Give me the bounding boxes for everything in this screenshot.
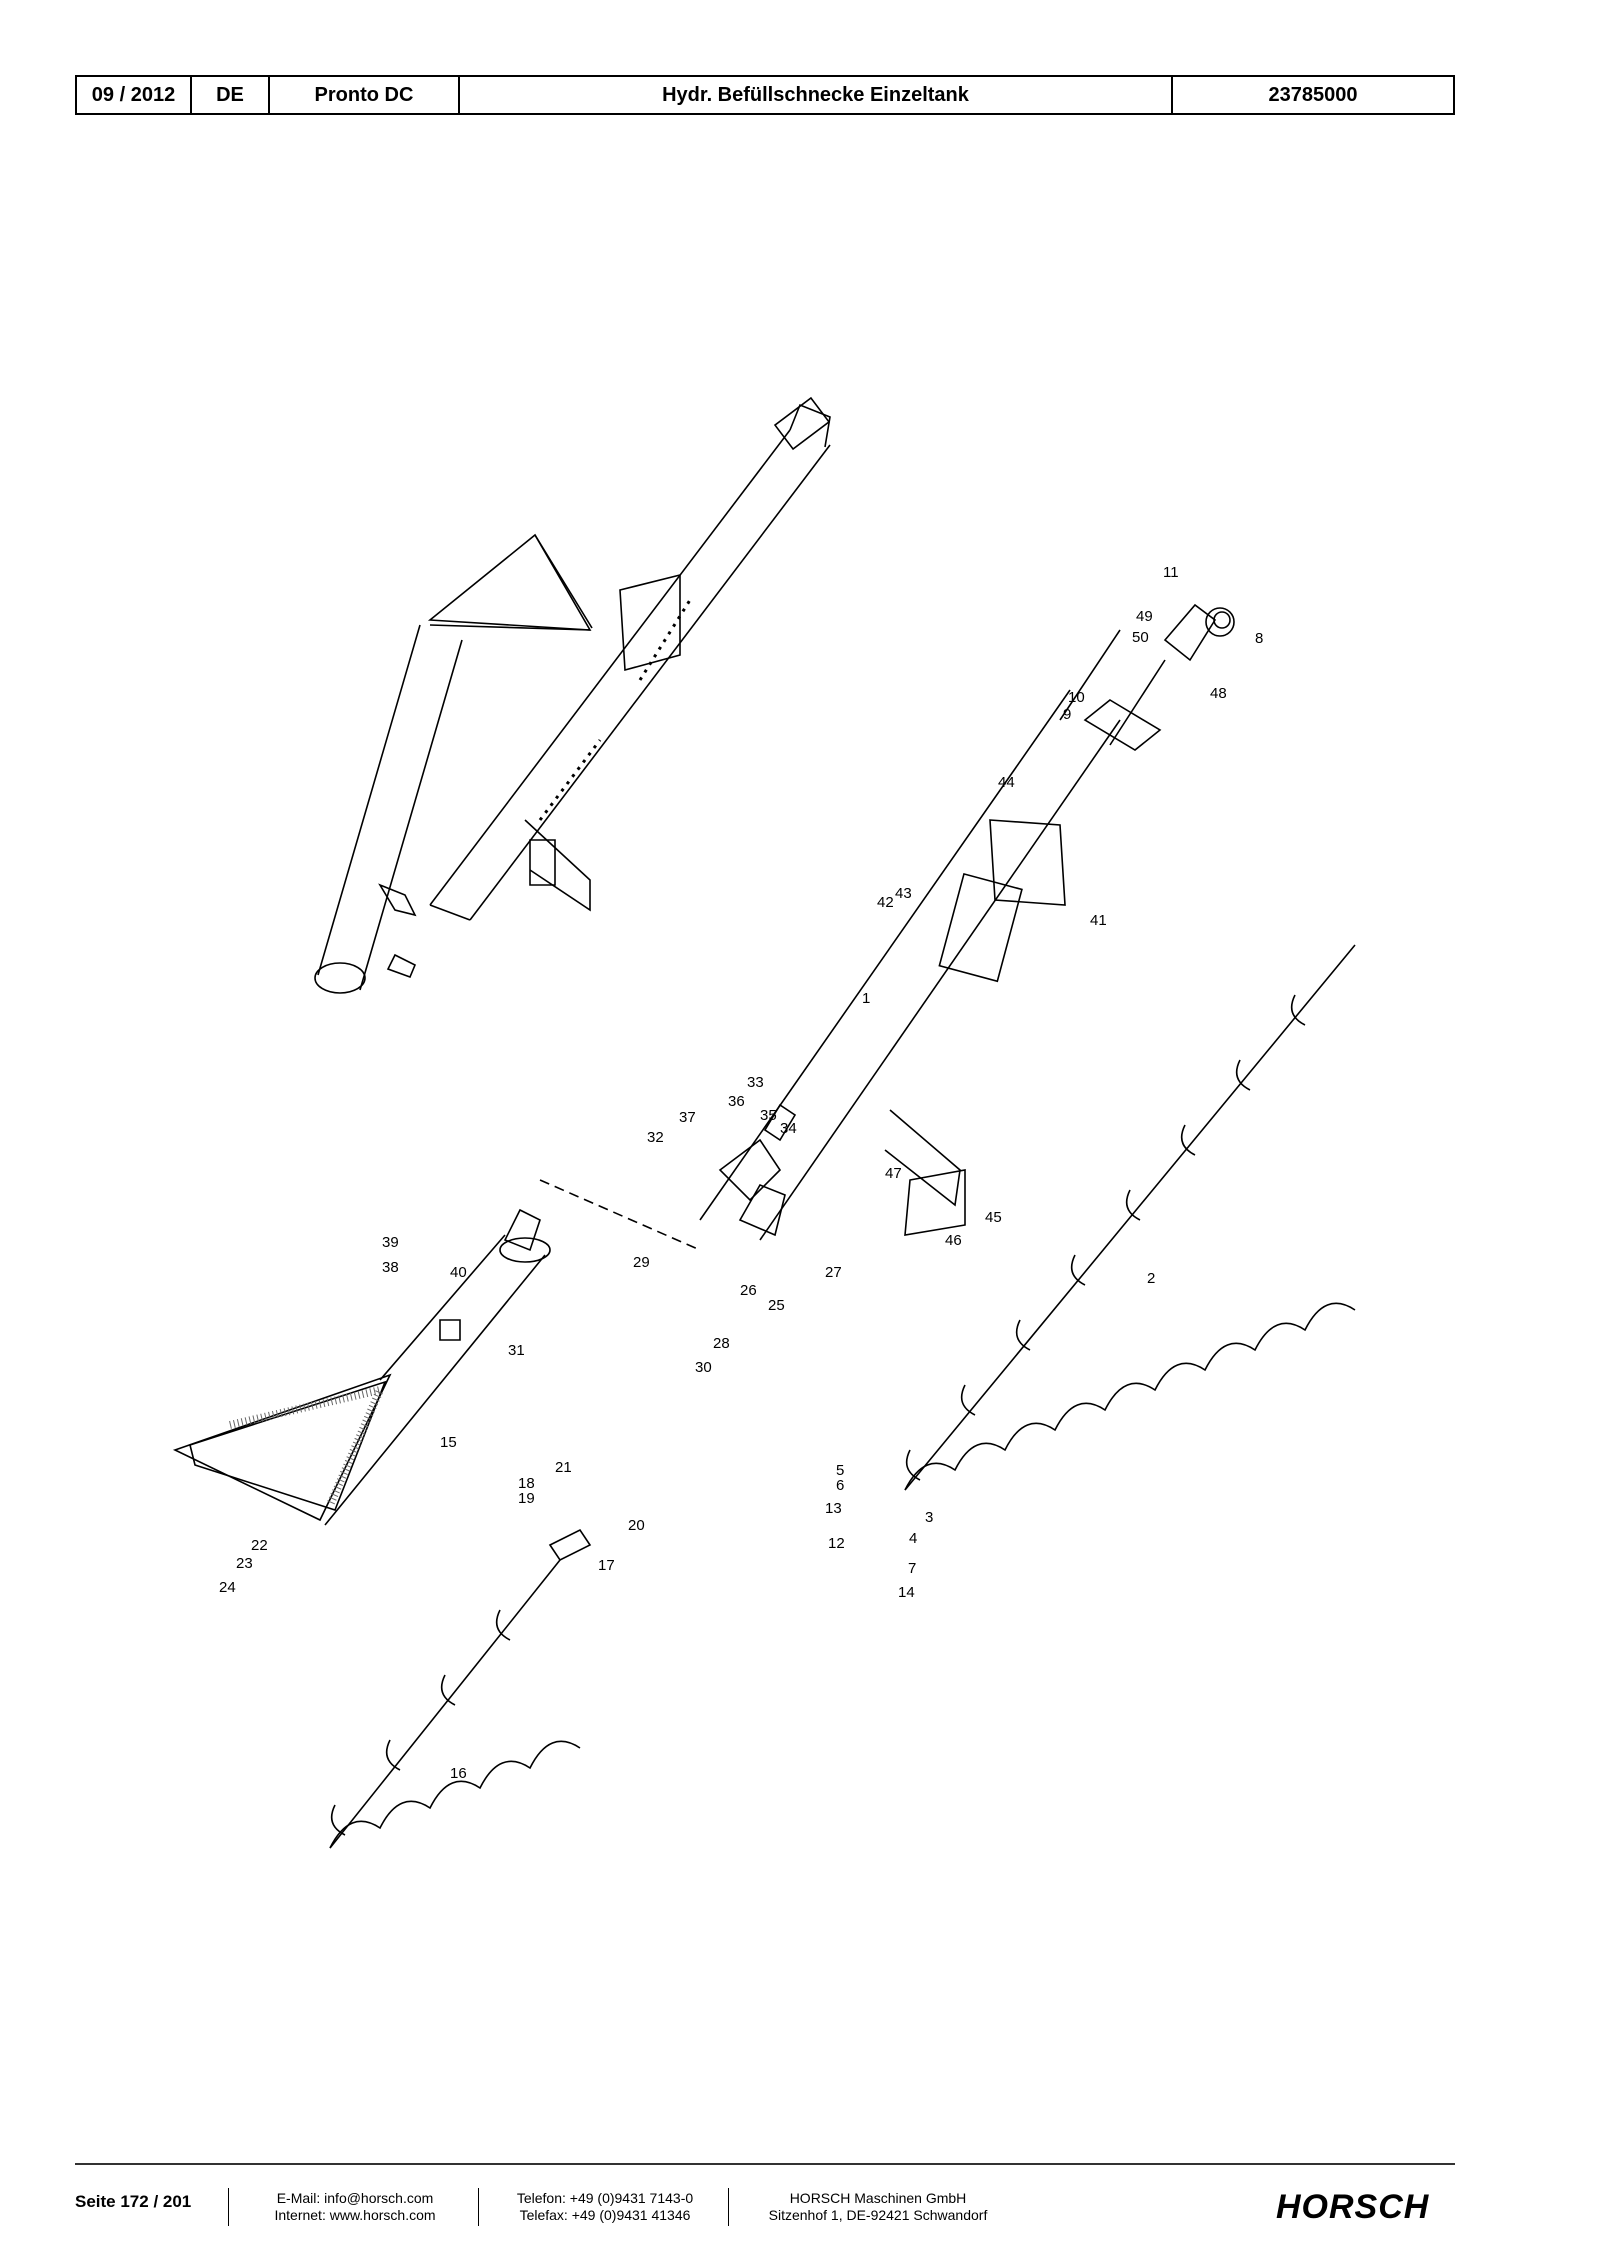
callout-13: 13 bbox=[825, 1500, 842, 1517]
header-title: Hydr. Befüllschnecke Einzeltank bbox=[460, 77, 1173, 113]
callout-labels: 1 2 3 4 5 6 7 8 9 10 11 12 13 14 15 16 1… bbox=[219, 564, 1263, 1782]
callout-40: 40 bbox=[450, 1264, 467, 1281]
callout-27: 27 bbox=[825, 1264, 842, 1281]
callout-15: 15 bbox=[440, 1434, 457, 1451]
overview-assembly bbox=[314, 396, 831, 994]
page-number: Seite 172 / 201 bbox=[75, 2192, 192, 2211]
main-tube bbox=[699, 603, 1235, 1241]
inlet-assembly bbox=[172, 1208, 551, 1526]
callout-21: 21 bbox=[555, 1459, 572, 1476]
auger-16 bbox=[329, 1528, 592, 1849]
header-model: Pronto DC bbox=[270, 77, 460, 113]
callout-18: 18 bbox=[518, 1475, 535, 1492]
footer-internet: Internet: www.horsch.com bbox=[274, 2207, 436, 2223]
header-language: DE bbox=[192, 77, 270, 113]
callout-16: 16 bbox=[450, 1765, 467, 1782]
callout-24: 24 bbox=[219, 1579, 236, 1596]
callout-31: 31 bbox=[508, 1342, 525, 1359]
callout-20: 20 bbox=[628, 1517, 645, 1534]
callout-26: 26 bbox=[740, 1282, 757, 1299]
footer-contact-web: E-Mail: info@horsch.com Internet: www.ho… bbox=[250, 2190, 460, 2224]
callout-10: 10 bbox=[1068, 689, 1085, 706]
callout-41: 41 bbox=[1090, 912, 1107, 929]
callout-49: 49 bbox=[1136, 608, 1153, 625]
callout-4: 4 bbox=[909, 1530, 917, 1547]
callout-46: 46 bbox=[945, 1232, 962, 1249]
callout-36: 36 bbox=[728, 1093, 745, 1110]
callout-6: 6 bbox=[836, 1477, 844, 1494]
footer-company-block: HORSCH Maschinen GmbH Sitzenhof 1, DE-92… bbox=[748, 2190, 1008, 2224]
callout-45: 45 bbox=[985, 1209, 1002, 1226]
callout-3: 3 bbox=[925, 1509, 933, 1526]
callout-19: 19 bbox=[518, 1490, 535, 1507]
callout-34: 34 bbox=[780, 1120, 797, 1137]
callout-42: 42 bbox=[877, 894, 894, 911]
callout-33: 33 bbox=[747, 1074, 764, 1091]
callout-29: 29 bbox=[633, 1254, 650, 1271]
footer-contact-phone: Telefon: +49 (0)9431 7143-0 Telefax: +49… bbox=[500, 2190, 710, 2224]
callout-43: 43 bbox=[895, 885, 912, 902]
footer-address: Sitzenhof 1, DE-92421 Schwandorf bbox=[768, 2207, 988, 2223]
callout-14: 14 bbox=[898, 1584, 915, 1601]
callout-25: 25 bbox=[768, 1297, 785, 1314]
callout-17: 17 bbox=[598, 1557, 615, 1574]
callout-32: 32 bbox=[647, 1129, 664, 1146]
footer-email: E-Mail: info@horsch.com bbox=[276, 2190, 434, 2206]
footer: Seite 172 / 201 E-Mail: info@horsch.com … bbox=[0, 2180, 1600, 2240]
callout-11: 11 bbox=[1163, 564, 1179, 581]
callout-44: 44 bbox=[998, 774, 1015, 791]
footer-fax: Telefax: +49 (0)9431 41346 bbox=[519, 2207, 691, 2223]
footer-separator bbox=[478, 2188, 479, 2226]
header-date: 09 / 2012 bbox=[77, 77, 192, 113]
callout-8: 8 bbox=[1255, 630, 1263, 647]
footer-company: HORSCH Maschinen GmbH bbox=[789, 2190, 967, 2206]
footer-separator bbox=[728, 2188, 729, 2226]
callout-50: 50 bbox=[1132, 629, 1149, 646]
callout-9: 9 bbox=[1063, 706, 1071, 723]
auger-2 bbox=[904, 944, 1356, 1491]
callout-2: 2 bbox=[1147, 1270, 1155, 1287]
header-table: 09 / 2012 DE Pronto DC Hydr. Befüllschne… bbox=[75, 75, 1455, 115]
callout-5: 5 bbox=[836, 1462, 844, 1479]
callout-30: 30 bbox=[695, 1359, 712, 1376]
callout-23: 23 bbox=[236, 1555, 253, 1572]
callout-37: 37 bbox=[679, 1109, 696, 1126]
callout-39: 39 bbox=[382, 1234, 399, 1251]
footer-separator bbox=[228, 2188, 229, 2226]
callout-47: 47 bbox=[885, 1165, 902, 1182]
callout-38: 38 bbox=[382, 1259, 399, 1276]
callout-48: 48 bbox=[1210, 685, 1227, 702]
footer-phone: Telefon: +49 (0)9431 7143-0 bbox=[516, 2190, 694, 2206]
callout-1: 1 bbox=[862, 990, 870, 1007]
callout-12: 12 bbox=[828, 1535, 845, 1552]
callout-28: 28 bbox=[713, 1335, 730, 1352]
footer-rule bbox=[75, 2163, 1455, 2165]
horsch-logo: HORSCH bbox=[1276, 2188, 1430, 2226]
header-part-number: 23785000 bbox=[1268, 83, 1358, 106]
callout-35: 35 bbox=[760, 1107, 777, 1124]
callout-7: 7 bbox=[908, 1560, 916, 1577]
callout-22: 22 bbox=[251, 1537, 268, 1554]
